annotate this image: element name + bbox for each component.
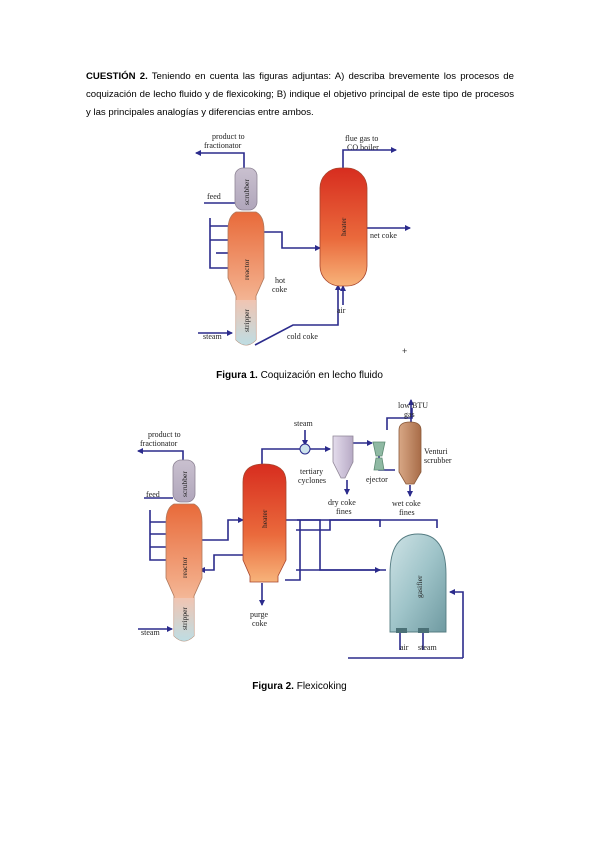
fig2-scrubber-vessel bbox=[172, 459, 196, 503]
fig1-scrubber-label: scrubber bbox=[242, 179, 251, 205]
fig2-steam-top-label: steam bbox=[294, 419, 313, 428]
fig2-cyclone-vessel bbox=[332, 435, 354, 479]
fig1-steam-label: steam bbox=[203, 332, 222, 341]
fig2-stripper-vessel bbox=[174, 598, 194, 641]
fig2-venturi-vessel bbox=[398, 421, 422, 485]
fig1-feed-label: feed bbox=[207, 192, 221, 201]
fig1-flue-label-1: flue gas to bbox=[345, 134, 378, 143]
fig2-feed-label: feed bbox=[146, 490, 160, 499]
question-label: CUESTIÓN 2. bbox=[86, 71, 148, 82]
fig1-air-label: air bbox=[337, 306, 346, 315]
fig1-net-coke-label: net coke bbox=[370, 231, 397, 240]
figure-2-labels: product to fractionator feed scrubber re… bbox=[140, 401, 452, 652]
svg-text:+: + bbox=[402, 346, 407, 356]
fig1-stripper-vessel bbox=[236, 300, 256, 345]
fig2-stripper-label: stripper bbox=[180, 607, 189, 630]
fig2-scrubber-label: scrubber bbox=[180, 471, 189, 497]
fig1-product-label-2: fractionator bbox=[204, 141, 242, 150]
fig1-scrubber-vessel bbox=[234, 167, 258, 211]
figure-2-caption-text: Flexicoking bbox=[296, 681, 347, 692]
figure-2-caption-label: Figura 2. bbox=[252, 681, 294, 692]
figure-1-fluid-coking-diagram bbox=[195, 147, 411, 346]
fig2-tertiary-label: tertiary bbox=[300, 467, 323, 476]
fig2-gasifier-label: gasifier bbox=[415, 575, 424, 598]
figure-1-caption-text: Coquización en lecho fluido bbox=[260, 370, 383, 381]
fig2-cyclones-label: cyclones bbox=[298, 476, 326, 485]
fig1-hot-label: hot bbox=[275, 276, 286, 285]
question-paragraph: CUESTIÓN 2. Teniendo en cuenta las figur… bbox=[86, 68, 514, 122]
fig2-dry-coke-label: dry coke bbox=[328, 498, 356, 507]
fig2-purge-label: purge bbox=[250, 610, 269, 619]
figure-2-caption: Figura 2. Flexicoking bbox=[0, 681, 599, 692]
fig2-steam-left-label: steam bbox=[141, 628, 160, 637]
figure-1-caption: Figura 1. Coquización en lecho fluido bbox=[0, 370, 599, 381]
fig2-gasifier-vessel bbox=[389, 533, 447, 633]
fig2-reactor-label: reactor bbox=[180, 557, 189, 578]
fig2-air-label: air bbox=[400, 643, 409, 652]
figure-2-flexicoking-diagram bbox=[137, 399, 464, 659]
fig1-product-label-1: product to bbox=[212, 132, 245, 141]
fig2-scrubber2-label: scrubber bbox=[424, 456, 452, 465]
figure-1-vessels bbox=[227, 167, 368, 346]
figure-1-caption-label: Figura 1. bbox=[216, 370, 258, 381]
fig2-product-label-1: product to bbox=[148, 430, 181, 439]
fig2-heater-vessel bbox=[242, 463, 287, 583]
fig2-dry-fines-label: fines bbox=[336, 507, 352, 516]
fig1-coke-label: coke bbox=[272, 285, 288, 294]
question-text: Teniendo en cuenta las figuras adjuntas:… bbox=[86, 71, 514, 118]
fig2-purge-coke-label: coke bbox=[252, 619, 268, 628]
fig2-steam-bottom-label: steam bbox=[418, 643, 437, 652]
fig1-cold-coke-label: cold coke bbox=[287, 332, 318, 341]
fig2-heater-label: heater bbox=[260, 509, 269, 528]
fig1-reactor-label: reactor bbox=[242, 259, 251, 280]
fig2-lowbtu-label: low BTU bbox=[398, 401, 428, 410]
fig2-wet-fines-label: fines bbox=[399, 508, 415, 517]
fig2-product-label-2: fractionator bbox=[140, 439, 178, 448]
fig1-heater-vessel bbox=[319, 167, 368, 287]
fig1-heater-label: heater bbox=[339, 217, 348, 236]
figure-1-labels: product to fractionator flue gas to CO b… bbox=[203, 132, 407, 356]
fig2-wet-coke-label: wet coke bbox=[392, 499, 421, 508]
fig2-ejector-label: ejector bbox=[366, 475, 388, 484]
figure-2-vessels bbox=[165, 421, 447, 642]
fig1-stripper-label: stripper bbox=[242, 309, 251, 332]
fig2-gas-label: gas bbox=[404, 410, 415, 419]
fig2-ejector-vessel bbox=[372, 441, 386, 471]
fig2-venturi-label: Venturi bbox=[424, 447, 448, 456]
fig1-flue-label-2: CO boiler bbox=[347, 143, 379, 152]
